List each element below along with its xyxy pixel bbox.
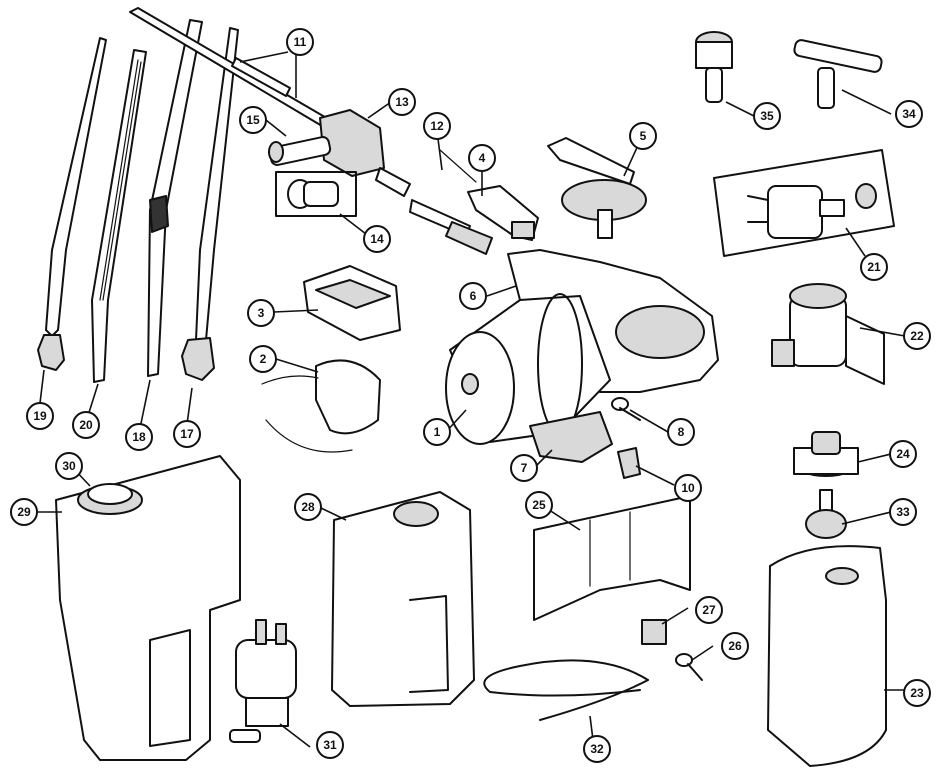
callout-28-label: 28 xyxy=(301,500,315,514)
callout-29-label: 29 xyxy=(17,505,31,519)
callout-35-label: 35 xyxy=(760,109,774,123)
motor-strap-7 xyxy=(529,411,613,463)
callout-35: 35 xyxy=(753,102,781,130)
callout-25-label: 25 xyxy=(532,498,546,512)
callout-32-label: 32 xyxy=(590,742,604,756)
callout-19: 19 xyxy=(26,402,54,430)
washer-tube-32 xyxy=(483,659,649,721)
t-piece-34 xyxy=(793,39,883,109)
callout-14: 14 xyxy=(363,225,391,253)
callout-6: 6 xyxy=(459,282,487,310)
callout-29: 29 xyxy=(10,498,38,526)
callout-22: 22 xyxy=(903,322,931,350)
callout-3-label: 3 xyxy=(258,306,265,320)
callout-26: 26 xyxy=(721,632,749,660)
spindle-bush-15 xyxy=(268,136,332,166)
callout-24-label: 24 xyxy=(896,447,910,461)
callout-10: 10 xyxy=(674,474,702,502)
callout-19-label: 19 xyxy=(33,409,47,423)
callout-25: 25 xyxy=(525,491,553,519)
callout-5: 5 xyxy=(629,122,657,150)
callout-31-label: 31 xyxy=(323,738,337,752)
callout-21: 21 xyxy=(860,253,888,281)
wiper-arm-17 xyxy=(181,27,239,381)
cable-rack-12 xyxy=(409,149,493,255)
grommet-14 xyxy=(275,171,357,217)
callout-31: 31 xyxy=(316,731,344,759)
callout-8-label: 8 xyxy=(678,425,685,439)
callout-13: 13 xyxy=(388,88,416,116)
callout-18-label: 18 xyxy=(132,430,146,444)
callout-5-label: 5 xyxy=(640,129,647,143)
callout-27: 27 xyxy=(695,596,723,624)
callout-11-label: 11 xyxy=(294,35,307,49)
callout-33-label: 33 xyxy=(896,505,910,519)
callout-22-label: 22 xyxy=(910,329,924,343)
gear-crank-5 xyxy=(547,137,647,239)
screw-8 xyxy=(611,397,641,421)
clip-10 xyxy=(617,447,641,479)
callout-23-label: 23 xyxy=(910,686,924,700)
screw-26 xyxy=(675,653,703,681)
callout-13-label: 13 xyxy=(395,95,409,109)
washer-pump-31 xyxy=(229,619,297,743)
brush-gear-2 xyxy=(261,359,381,453)
callout-4-label: 4 xyxy=(479,151,486,165)
wiper-blade-18 xyxy=(147,19,203,377)
callout-15-label: 15 xyxy=(246,113,260,127)
callout-21-label: 21 xyxy=(867,260,881,274)
callout-15: 15 xyxy=(239,106,267,134)
callout-2: 2 xyxy=(249,345,277,373)
callout-28: 28 xyxy=(294,493,322,521)
pump-assembly-21 xyxy=(713,149,895,257)
callout-32: 32 xyxy=(583,735,611,763)
wiper-blade-20 xyxy=(91,49,147,383)
callout-30: 30 xyxy=(55,452,83,480)
callout-24: 24 xyxy=(889,440,917,468)
callout-4: 4 xyxy=(468,144,496,172)
callout-6-label: 6 xyxy=(470,289,477,303)
callout-20: 20 xyxy=(72,411,100,439)
callout-34-label: 34 xyxy=(902,107,916,121)
reservoir-28 xyxy=(331,491,475,707)
callout-1-label: 1 xyxy=(434,425,441,439)
callout-20-label: 20 xyxy=(79,418,93,432)
callout-7-label: 7 xyxy=(521,461,528,475)
rack-tube-11 xyxy=(129,7,331,127)
callout-34: 34 xyxy=(895,100,923,128)
callout-7: 7 xyxy=(510,454,538,482)
reservoir-29 xyxy=(55,455,241,761)
filter-33 xyxy=(805,489,847,539)
callout-3: 3 xyxy=(247,299,275,327)
wiper-motor-1 xyxy=(445,293,611,445)
callout-8: 8 xyxy=(667,418,695,446)
callout-18: 18 xyxy=(125,423,153,451)
limit-switch-3 xyxy=(303,265,401,341)
callout-23: 23 xyxy=(903,679,931,707)
callout-26-label: 26 xyxy=(728,639,742,653)
callout-33: 33 xyxy=(889,498,917,526)
filler-cap-24 xyxy=(793,431,859,477)
callout-12: 12 xyxy=(423,112,451,140)
wiper-arm-19 xyxy=(37,37,107,371)
connecting-rod-4 xyxy=(467,185,539,241)
callout-11: 11 xyxy=(286,28,314,56)
wheelbox-13 xyxy=(319,109,411,197)
callout-27-label: 27 xyxy=(702,603,716,617)
callout-10-label: 10 xyxy=(681,481,695,495)
callout-2-label: 2 xyxy=(260,352,267,366)
callout-14-label: 14 xyxy=(370,232,384,246)
callout-17-label: 17 xyxy=(180,427,194,441)
washer-pump-22 xyxy=(771,283,885,385)
callout-12-label: 12 xyxy=(430,119,444,133)
non-return-valve-35 xyxy=(695,31,733,103)
reservoir-bottle-23 xyxy=(767,545,887,767)
callout-17: 17 xyxy=(173,420,201,448)
filler-cap-30 xyxy=(77,483,143,515)
callout-1: 1 xyxy=(423,418,451,446)
callout-30-label: 30 xyxy=(62,459,76,473)
